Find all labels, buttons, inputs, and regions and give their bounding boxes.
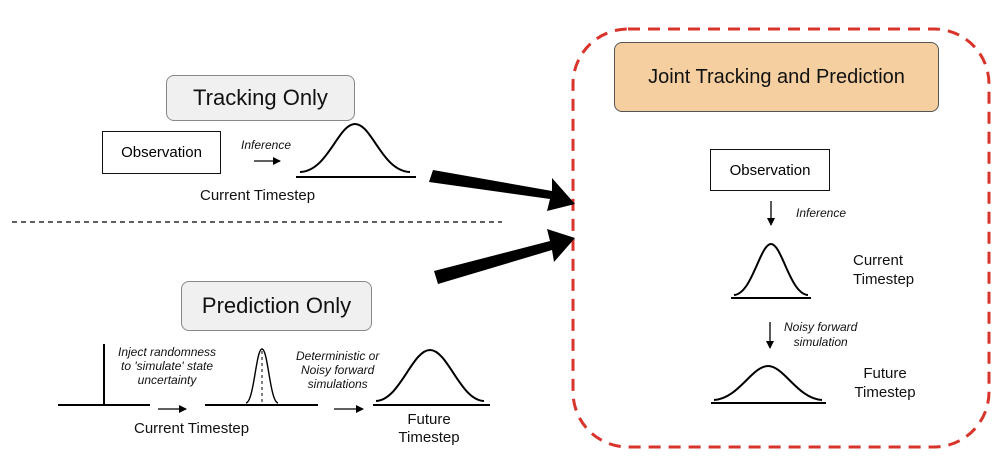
tracking-current-timestep: Current Timestep bbox=[200, 187, 316, 204]
joint-current-gaussian bbox=[731, 242, 811, 299]
tracking-inference-label: Inference bbox=[241, 138, 292, 152]
joint-noisy-label: Noisy forward simulation bbox=[784, 320, 858, 349]
big-arrow-bottom bbox=[434, 229, 575, 284]
big-arrow-top bbox=[429, 170, 575, 211]
joint-future-timestep: Future Timestep bbox=[854, 365, 916, 401]
joint-current-timestep: Current Timestep bbox=[853, 252, 915, 288]
joint-inference-label: Inference bbox=[796, 206, 847, 220]
prediction-future-timestep: Future Timestep bbox=[398, 411, 460, 446]
tracking-only-title: Tracking Only bbox=[166, 75, 355, 121]
prediction-current-timestep: Current Timestep bbox=[134, 420, 250, 437]
joint-dashed-border bbox=[571, 27, 991, 449]
tracking-gaussian bbox=[296, 122, 416, 178]
prediction-delta-spike bbox=[58, 344, 150, 406]
tracking-observation-box: Observation bbox=[102, 131, 221, 174]
joint-observation-box: Observation bbox=[710, 149, 830, 191]
prediction-only-title: Prediction Only bbox=[181, 281, 372, 331]
joint-title: Joint Tracking and Prediction bbox=[614, 42, 939, 112]
prediction-inject-label: Inject randomness to 'simulate' state un… bbox=[118, 345, 217, 387]
prediction-future-gaussian bbox=[373, 348, 490, 406]
prediction-sim-label: Deterministic or Noisy forward simulatio… bbox=[296, 349, 380, 391]
joint-future-gaussian bbox=[711, 364, 826, 404]
prediction-narrow-gaussian bbox=[205, 348, 318, 406]
